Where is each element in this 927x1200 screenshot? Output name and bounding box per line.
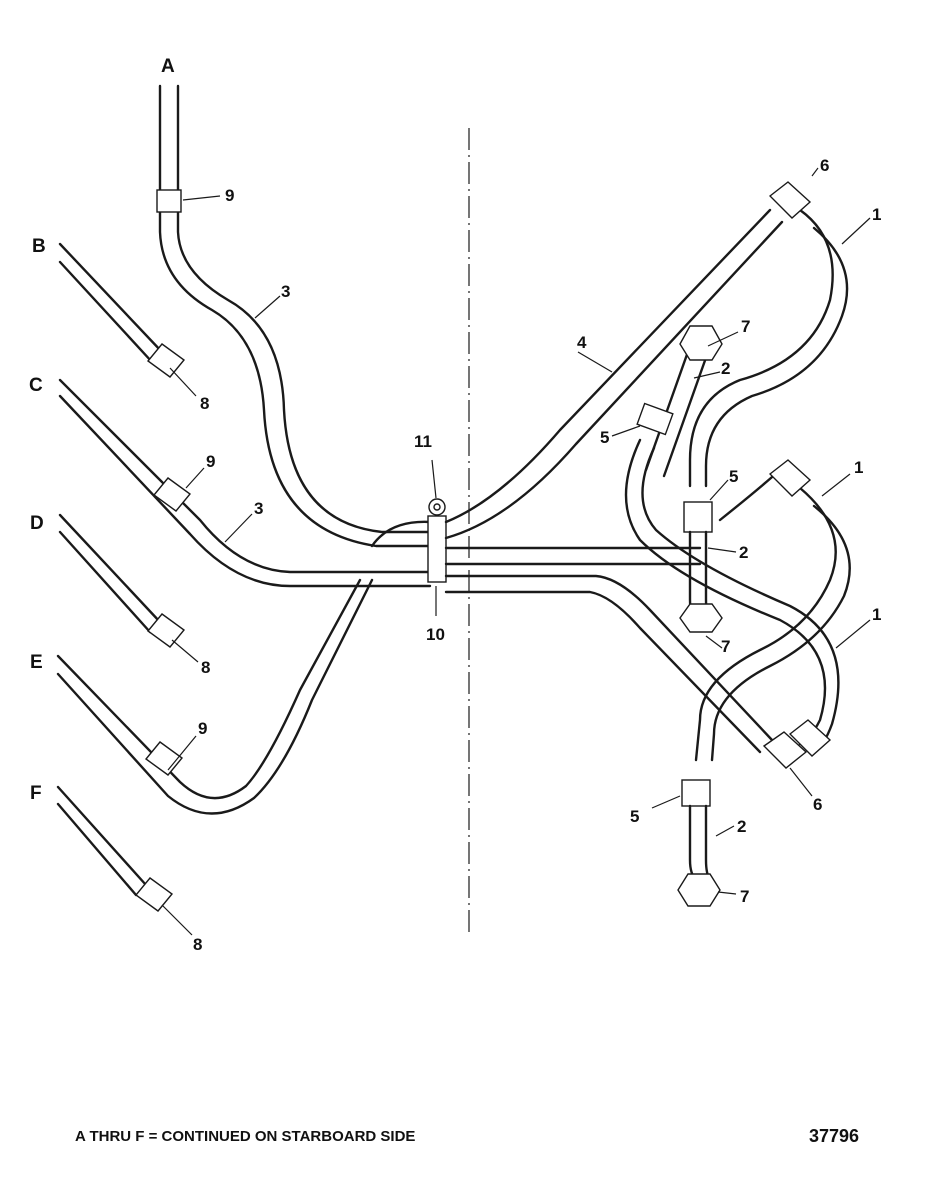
nut-7-bottom bbox=[677, 873, 721, 907]
callout-7: 7 bbox=[741, 317, 750, 336]
callout-5: 5 bbox=[630, 807, 639, 826]
line-b-fitting bbox=[146, 343, 186, 378]
callout-7: 7 bbox=[721, 637, 730, 656]
footnote: A THRU F = CONTINUED ON STARBOARD SIDE bbox=[75, 1128, 416, 1145]
line-a-fitting bbox=[156, 189, 182, 213]
callout-1: 1 bbox=[854, 458, 863, 477]
callout-2: 2 bbox=[721, 359, 730, 378]
callout-7: 7 bbox=[740, 887, 749, 906]
line-d-tube bbox=[58, 513, 186, 648]
callout-1: 1 bbox=[872, 605, 881, 624]
fitting-6-bottom bbox=[762, 731, 808, 769]
line-c-fitting bbox=[152, 477, 192, 512]
callout-8: 8 bbox=[200, 394, 209, 413]
line-f-tube bbox=[56, 785, 174, 912]
callout-11: 11 bbox=[414, 432, 432, 451]
fitting-6-lower-end bbox=[788, 719, 832, 757]
line-label-c: C bbox=[29, 375, 43, 396]
right-side-hoses bbox=[444, 181, 851, 907]
callout-8: 8 bbox=[201, 658, 210, 677]
callout-10: 10 bbox=[426, 625, 445, 644]
callout-4: 4 bbox=[577, 333, 587, 352]
nut-7-middle bbox=[679, 603, 723, 633]
line-label-e: E bbox=[30, 652, 43, 673]
line-label-d: D bbox=[30, 513, 44, 534]
callout-1: 1 bbox=[872, 205, 881, 224]
callout-5: 5 bbox=[729, 467, 738, 486]
callout-9: 9 bbox=[206, 452, 215, 471]
callout-5: 5 bbox=[600, 428, 609, 447]
fitting-5-middle bbox=[683, 501, 713, 533]
line-e-tube bbox=[56, 578, 374, 815]
line-label-a: A bbox=[161, 56, 175, 77]
line-e-fitting bbox=[144, 741, 184, 776]
line-label-b: B bbox=[32, 236, 46, 257]
fitting-5-upper bbox=[636, 402, 674, 436]
fitting-5-lower bbox=[681, 779, 711, 807]
line-b-tube bbox=[58, 242, 186, 378]
line-f-fitting bbox=[134, 877, 174, 912]
callout-8: 8 bbox=[193, 935, 202, 954]
callout-9: 9 bbox=[225, 186, 234, 205]
hose-clamp bbox=[370, 498, 447, 583]
fitting-6-middle bbox=[768, 459, 812, 497]
leader-lines bbox=[161, 167, 871, 936]
callout-6: 6 bbox=[820, 156, 829, 175]
callout-6: 6 bbox=[813, 795, 822, 814]
figure-number: 37796 bbox=[809, 1126, 860, 1146]
callout-3: 3 bbox=[254, 499, 263, 518]
callout-3: 3 bbox=[281, 282, 290, 301]
nut-7-top bbox=[679, 325, 723, 361]
line-a-tube bbox=[156, 84, 432, 548]
line-d-fitting bbox=[146, 613, 186, 648]
callout-2: 2 bbox=[739, 543, 748, 562]
callout-9: 9 bbox=[198, 719, 207, 738]
line-label-f: F bbox=[30, 783, 42, 804]
fitting-6-top bbox=[768, 181, 812, 219]
callout-2: 2 bbox=[737, 817, 746, 836]
line-c-tube bbox=[58, 378, 432, 588]
